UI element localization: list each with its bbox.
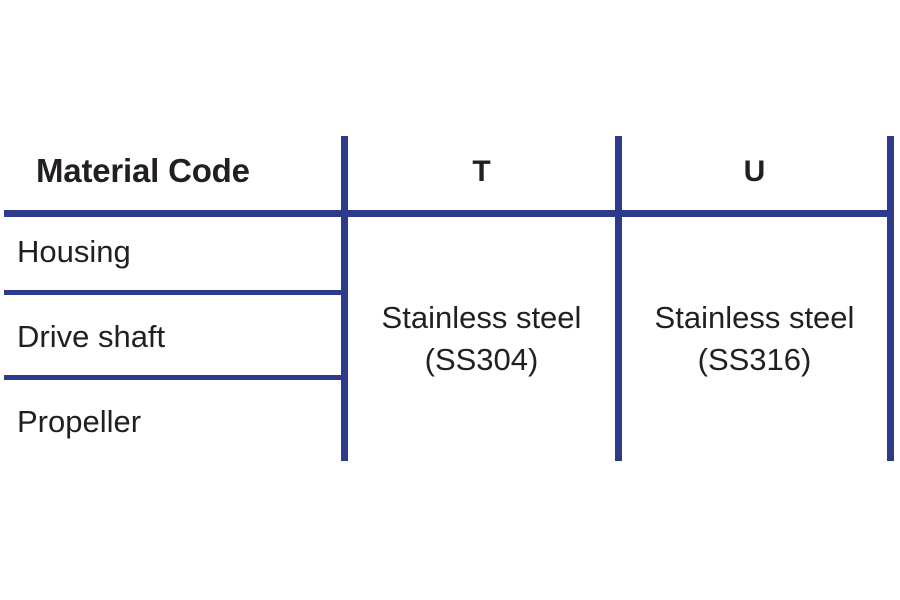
cell-column-t-material-line2: (SS304) bbox=[424, 341, 539, 377]
column-divider-left bbox=[341, 136, 348, 461]
column-header-u: U bbox=[743, 155, 766, 188]
row-label-propeller: Propeller bbox=[17, 404, 142, 439]
table-right-border bbox=[887, 136, 894, 461]
column-divider-middle bbox=[615, 136, 622, 461]
row-separator-2 bbox=[4, 375, 345, 380]
header-rule bbox=[4, 210, 894, 217]
row-label-drive-shaft: Drive shaft bbox=[17, 319, 166, 354]
cell-column-t-material: Stainless steel (SS304) bbox=[348, 217, 615, 460]
cell-column-u-material-line2: (SS316) bbox=[697, 341, 812, 377]
cell-column-u-material: Stainless steel (SS316) bbox=[622, 217, 887, 460]
cell-column-u-material-line1: Stainless steel bbox=[654, 299, 855, 335]
row-header-label: Material Code bbox=[36, 152, 250, 189]
row-separator-1 bbox=[4, 290, 345, 295]
cell-column-t-material-line1: Stainless steel bbox=[381, 299, 582, 335]
row-label-housing: Housing bbox=[17, 234, 131, 269]
column-header-t: T bbox=[472, 155, 491, 188]
